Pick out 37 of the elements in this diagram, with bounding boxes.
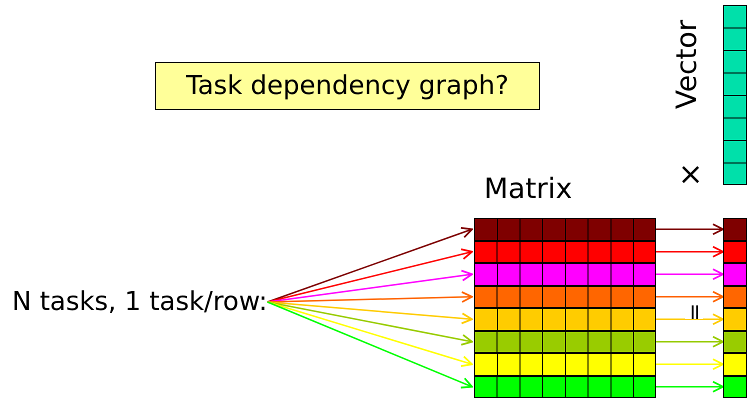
arrow — [267, 301, 473, 368]
arrow — [656, 246, 724, 258]
matrix-row — [474, 240, 656, 263]
arrow — [267, 227, 473, 303]
matrix-row — [474, 376, 656, 398]
arrow — [656, 336, 724, 348]
matrix-row — [474, 286, 656, 308]
arrow — [656, 358, 724, 370]
arrow — [656, 268, 724, 280]
result-cell — [723, 376, 747, 398]
equals-sign: = — [685, 303, 703, 319]
arrow — [656, 380, 724, 393]
arrow — [267, 301, 473, 346]
result-cell — [723, 240, 747, 263]
arrow — [656, 290, 724, 303]
result-cell — [723, 330, 747, 353]
heading: Matrix — [484, 172, 572, 205]
arrow — [656, 223, 724, 236]
result-cell — [723, 263, 747, 286]
arrow — [656, 313, 724, 326]
arrow — [267, 301, 473, 324]
matrix-row — [474, 263, 656, 286]
result-cell — [723, 218, 747, 240]
result-cell — [723, 353, 747, 376]
result-cell — [723, 286, 747, 308]
matrix-row — [474, 308, 656, 330]
arrow — [267, 291, 473, 303]
matrix-row — [474, 353, 656, 376]
heading: Vector — [670, 20, 704, 110]
question-box: Task dependency graph? — [155, 62, 540, 110]
task-description: N tasks, 1 task/row: — [12, 282, 268, 322]
result-cell — [723, 308, 747, 330]
arrow — [267, 248, 473, 303]
matrix-row — [474, 330, 656, 353]
times-sign: × — [678, 160, 704, 190]
matrix-row — [474, 218, 656, 240]
arrow — [267, 301, 473, 388]
